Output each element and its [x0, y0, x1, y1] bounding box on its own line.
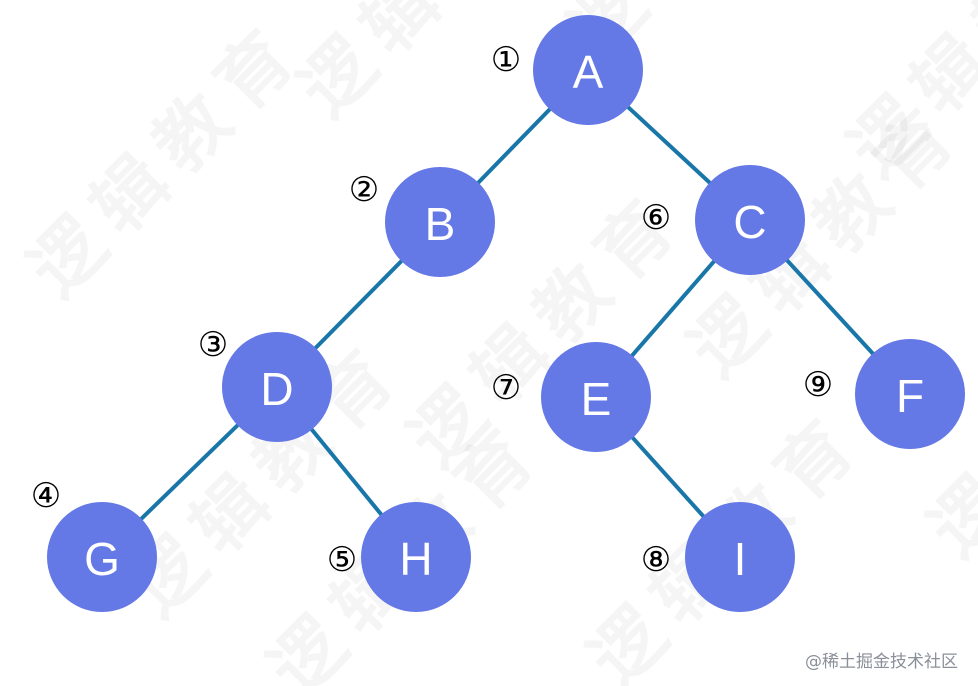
node-label: D [260, 363, 293, 415]
node-label: G [84, 533, 120, 585]
order-label: ③ [198, 325, 228, 365]
node-f: F⑨ [803, 339, 965, 449]
order-label: ⑨ [803, 365, 833, 405]
watermark-char: 逻 [913, 462, 978, 572]
node-circle [541, 342, 651, 452]
order-label: ② [349, 170, 379, 210]
order-label: ⑦ [491, 368, 521, 408]
watermark: 逻辑教育逻辑教育逻辑教育逻辑教育逻辑教育逻辑教育逻辑教育逻辑教育逻辑教育逻辑教育 [13, 0, 978, 686]
node-d: D③ [198, 325, 332, 442]
node-label: F [896, 370, 924, 422]
node-label: A [573, 46, 604, 98]
node-h: H⑤ [327, 502, 471, 612]
order-label: ① [491, 40, 521, 80]
node-circle [533, 15, 643, 125]
credit-text: @稀土掘金技术社区 [805, 652, 958, 672]
node-circle [47, 502, 157, 612]
order-label: ④ [31, 476, 61, 516]
node-label: I [734, 533, 747, 585]
node-i: I⑧ [641, 502, 795, 612]
node-a: A① [491, 15, 643, 125]
node-e: E⑦ [491, 342, 651, 452]
node-label: H [399, 533, 432, 585]
node-circle [855, 339, 965, 449]
order-label: ⑧ [641, 540, 671, 580]
node-circle [222, 332, 332, 442]
node-label: E [581, 373, 612, 425]
node-circle [361, 502, 471, 612]
node-g: G④ [31, 476, 157, 612]
order-label: ⑤ [327, 540, 357, 580]
node-circle [385, 167, 495, 277]
node-circle [685, 502, 795, 612]
node-label: C [733, 196, 766, 248]
node-label: B [425, 198, 456, 250]
node-c: C⑥ [641, 165, 805, 275]
node-b: B② [349, 167, 495, 277]
node-circle [695, 165, 805, 275]
order-label: ⑥ [641, 198, 671, 238]
